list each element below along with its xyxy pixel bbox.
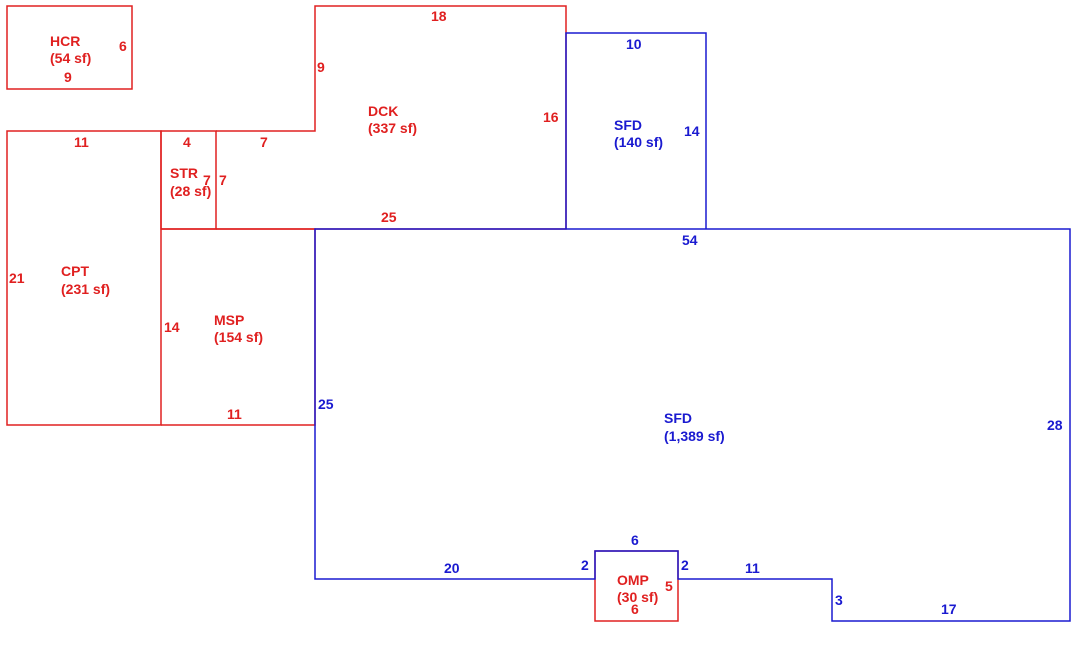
primary-structures [314, 32, 1071, 622]
str-area-label: (28 sf) [170, 183, 211, 199]
str-code-label: STR [170, 165, 198, 181]
dim-dck-left: 9 [317, 59, 325, 75]
dim-omp-bottom: 6 [631, 601, 639, 617]
omp-area-label: (30 sf) [617, 589, 658, 605]
msp-code-label: MSP [214, 312, 244, 328]
sfd-main-code-label: SFD [664, 410, 692, 426]
dim-sfd-upper-top: 10 [626, 36, 642, 52]
cpt-area-label: (231 sf) [61, 281, 110, 297]
omp-code-label: OMP [617, 572, 649, 588]
dim-sfd-right: 28 [1047, 417, 1063, 433]
dim-sfd-step: 3 [835, 592, 843, 608]
existing-structures [6, 5, 679, 622]
dim-str-left: 7 [203, 172, 211, 188]
dim-sfd-bottom-mid: 11 [745, 560, 760, 576]
dck-area-label: (337 sf) [368, 120, 417, 136]
dim-dck-step: 7 [260, 134, 268, 150]
sfd-main-outline [314, 228, 1071, 622]
dim-cpt-top: 11 [74, 134, 89, 150]
dim-str-right: 7 [219, 172, 227, 188]
dim-sfd-notch-right: 2 [681, 557, 689, 573]
dim-sfd-notch-top: 6 [631, 532, 639, 548]
dim-sfd-left: 25 [318, 396, 334, 412]
dim-hcr-depth: 6 [119, 38, 127, 54]
dim-dck-bottom: 25 [381, 209, 397, 225]
existing-dimension-labels: 9 6 18 9 16 25 7 11 21 4 7 7 14 11 5 6 [9, 8, 673, 617]
cpt-outline [6, 130, 162, 426]
dim-msp-left: 14 [164, 319, 180, 335]
dim-msp-bottom: 11 [227, 406, 242, 422]
dim-sfd-notch-left: 2 [581, 557, 589, 573]
dim-hcr-width: 9 [64, 69, 72, 85]
hcr-code-label: HCR [50, 33, 80, 49]
area-labels: HCR (54 sf) DCK (337 sf) SFD (140 sf) ST… [50, 33, 725, 605]
primary-dimension-labels: 10 14 54 25 28 20 2 6 2 11 3 17 [318, 36, 1063, 617]
dim-dck-right: 16 [543, 109, 559, 125]
dim-omp-right: 5 [665, 578, 673, 594]
dim-sfd-bottom-right: 17 [941, 601, 957, 617]
hcr-outline [6, 5, 133, 90]
dim-cpt-left: 21 [9, 270, 25, 286]
dim-sfd-upper-right: 14 [684, 123, 700, 139]
dim-dck-top: 18 [431, 8, 447, 24]
dim-sfd-top: 54 [682, 232, 698, 248]
sfd-main-area-label: (1,389 sf) [664, 428, 725, 444]
sfd-upper-area-label: (140 sf) [614, 134, 663, 150]
msp-area-label: (154 sf) [214, 329, 263, 345]
dim-sfd-bottom-left: 20 [444, 560, 460, 576]
cpt-code-label: CPT [61, 263, 89, 279]
sfd-upper-code-label: SFD [614, 117, 642, 133]
dim-str-top: 4 [183, 134, 191, 150]
hcr-area-label: (54 sf) [50, 50, 91, 66]
dck-code-label: DCK [368, 103, 398, 119]
sfd-upper-outline [565, 32, 707, 229]
